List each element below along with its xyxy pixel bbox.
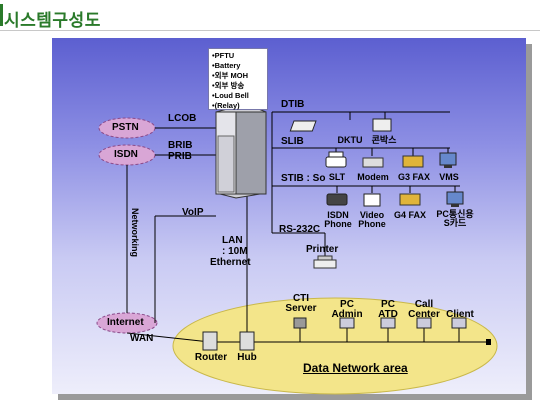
pc-admin-label-2: Admin (331, 309, 363, 320)
cti-server-label-2: Server (285, 303, 317, 314)
isdn-phone-icon (326, 193, 348, 206)
feature-item: •Battery (212, 61, 241, 70)
cti-server-label: CTI (292, 293, 310, 304)
voip-label: VoIP (182, 207, 204, 218)
hub-icon (239, 331, 255, 351)
page-title: 시스템구성도 (4, 11, 101, 31)
networking-label: Networking (130, 208, 140, 258)
pc-atd-icon (380, 317, 396, 329)
dtib-label: DTIB (281, 99, 305, 110)
client-label: Client (446, 309, 474, 320)
g3-fax-label: G3 FAX (397, 172, 431, 182)
modem-icon (362, 157, 384, 168)
lcob-label: LCOB (168, 113, 197, 124)
pstn-label: PSTN (112, 122, 139, 133)
feature-item: •외부 방송 (212, 81, 245, 90)
vms-label: VMS (439, 172, 459, 182)
lan-type-label: Ethernet (210, 257, 251, 268)
client-icon (451, 317, 467, 329)
feature-item: •(Relay) (212, 101, 240, 110)
g3-fax-icon (402, 155, 424, 168)
brib-label: BRIB (168, 140, 193, 151)
pc-admin-icon (339, 317, 355, 329)
data-network-area (172, 297, 498, 395)
feature-note: •PFTU •Battery •외부 MOH •외부 방송 •Loud Bell… (208, 48, 268, 110)
isdn-label: ISDN (114, 149, 138, 160)
cti-server-icon (293, 317, 307, 329)
pc-atd-label: PC (381, 299, 395, 310)
feature-item: •PFTU (212, 51, 235, 60)
video-phone-label: Video (359, 210, 385, 220)
call-center-icon (416, 317, 432, 329)
hub-label: Hub (237, 352, 257, 363)
slt-label: SLT (328, 172, 346, 182)
title-accent-bar (0, 4, 3, 26)
rs232c-label: RS-232C (279, 224, 321, 235)
dktu-phone-icon (289, 120, 317, 132)
call-center-label-2: Center (408, 309, 440, 320)
pc-card-label-2: S카드 (443, 218, 467, 228)
pbx-exchange (215, 103, 267, 199)
slib-label: SLIB (281, 136, 304, 147)
konpax-icon (372, 118, 392, 132)
video-phone-label-2: Phone (358, 219, 386, 229)
konpax-label: 콘박스 (371, 135, 397, 145)
printer-label: Printer (306, 244, 339, 255)
pc-card-label: PC통신용 (436, 209, 474, 219)
pc-card-icon (446, 191, 464, 207)
wan-label: WAN (130, 333, 154, 344)
isdn-phone-label-2: Phone (324, 219, 352, 229)
call-center-label: Call (414, 299, 434, 310)
internet-label: Internet (107, 317, 144, 328)
lan-speed-label: : 10M (222, 246, 248, 257)
stib-label: STIB : So (281, 173, 326, 184)
data-network-area-label: Data Network area (303, 361, 408, 375)
video-phone-icon (363, 193, 381, 207)
title-divider (0, 30, 540, 31)
router-icon (202, 331, 218, 351)
router-label: Router (194, 352, 228, 363)
vms-monitor-icon (439, 152, 457, 168)
wan-line (126, 332, 211, 343)
isdn-phone-label: ISDN (327, 210, 349, 220)
feature-item: •외부 MOH (212, 71, 249, 80)
feature-item: •Loud Bell (212, 91, 249, 100)
pc-atd-label-2: ATD (378, 309, 398, 320)
dktu-label: DKTU (337, 135, 363, 145)
pc-admin-label: PC (340, 299, 354, 310)
g4-fax-label: G4 FAX (393, 210, 427, 220)
prib-label: PRIB (168, 151, 192, 162)
g4-fax-icon (399, 193, 421, 206)
slt-phone-icon (325, 151, 347, 168)
modem-label: Modem (357, 172, 389, 182)
printer-icon (313, 255, 337, 269)
lan-label: LAN (222, 235, 243, 246)
